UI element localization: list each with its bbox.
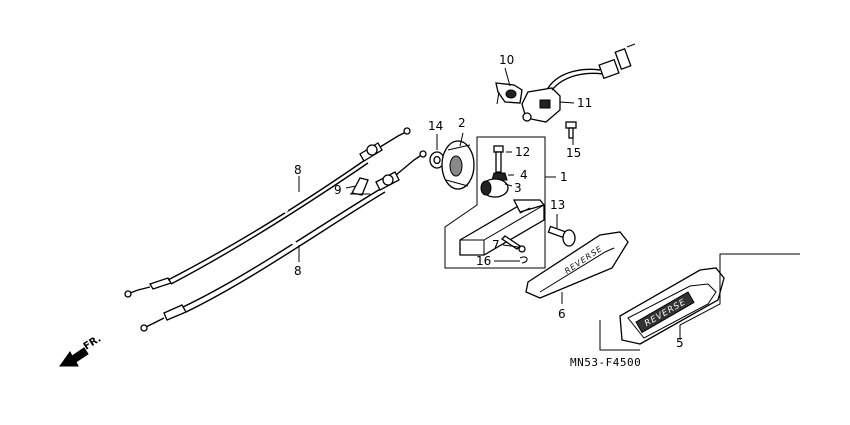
leader-lines xyxy=(298,67,800,351)
callout-9: 9 xyxy=(334,183,342,197)
front-label: FR. xyxy=(82,333,104,352)
switch-bracket xyxy=(495,82,523,105)
bolt xyxy=(493,145,504,173)
callout-13: 13 xyxy=(550,198,565,212)
collar xyxy=(480,178,509,198)
throttle-drum xyxy=(441,140,475,190)
callout-11: 11 xyxy=(577,96,592,110)
callout-14: 14 xyxy=(428,119,443,133)
throttle-housing xyxy=(459,199,546,256)
diagram-code: MN53-F4500 xyxy=(570,356,641,369)
callout-numbers: 1 2 3 4 5 6 7 8 8 9 10 11 12 13 14 15 16 xyxy=(294,53,684,350)
spring-pin xyxy=(500,235,526,253)
neutral-switch xyxy=(521,43,636,123)
callout-2: 2 xyxy=(458,116,466,130)
screw xyxy=(565,121,577,139)
retaining-clip xyxy=(519,256,528,264)
throttle-cable-lower xyxy=(140,150,427,332)
callout-3: 3 xyxy=(514,181,522,195)
front-arrow-icon xyxy=(59,347,89,367)
grip-cover-large: REVERSE xyxy=(619,267,725,345)
callout-8-lower: 8 xyxy=(294,264,302,278)
callout-15: 15 xyxy=(566,146,581,160)
callout-1: 1 xyxy=(560,170,568,184)
callout-10: 10 xyxy=(499,53,514,67)
nut xyxy=(491,172,508,181)
lock-pin xyxy=(547,225,576,247)
grip-cover-small: REVERSE xyxy=(525,231,629,299)
throttle-assembly-frame xyxy=(444,136,546,269)
callout-4: 4 xyxy=(520,168,528,182)
callout-5: 5 xyxy=(676,336,684,350)
callout-6: 6 xyxy=(558,307,566,321)
throttle-cable-upper xyxy=(124,127,411,298)
callout-12: 12 xyxy=(515,145,530,159)
callout-7: 7 xyxy=(492,238,500,252)
front-indicator: FR. xyxy=(59,333,104,367)
callout-8-upper: 8 xyxy=(294,163,302,177)
cable-clip xyxy=(350,177,370,196)
callout-16: 16 xyxy=(476,254,491,268)
